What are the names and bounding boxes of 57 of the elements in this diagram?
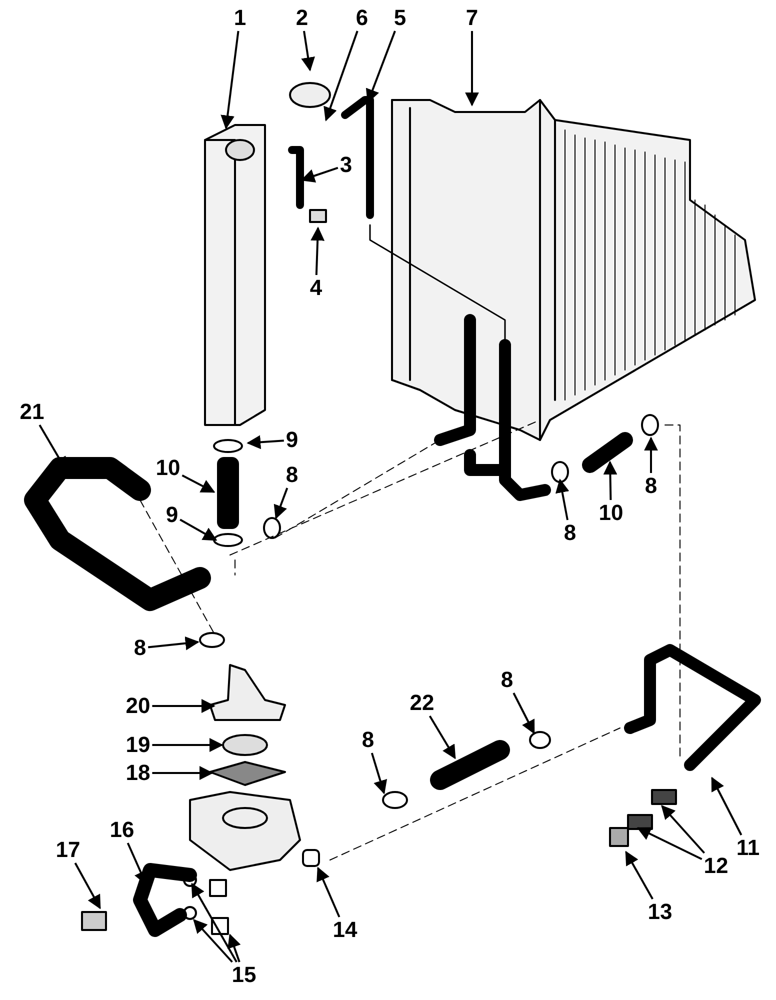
callout-number: 8 <box>286 463 298 487</box>
callout-number: 1 <box>234 6 246 30</box>
callout-number: 14 <box>332 918 358 942</box>
leader-arrow <box>152 699 216 713</box>
leader-arrow <box>191 882 238 962</box>
callout-number: 17 <box>56 838 80 862</box>
callout-number: 8 <box>500 668 514 692</box>
leader-arrow <box>465 31 479 106</box>
callout-number: 2 <box>296 6 308 30</box>
leader-arrow <box>152 738 224 752</box>
leader-arrow <box>603 460 618 500</box>
callout-number: 15 <box>232 963 256 987</box>
leader-arrow <box>636 827 702 860</box>
callout-number: 3 <box>340 153 352 177</box>
callout-number: 10 <box>598 501 624 525</box>
leader-arrow <box>711 776 742 836</box>
leader-arrow <box>625 850 654 900</box>
leader-arrow <box>74 862 101 910</box>
callout-number: 4 <box>310 276 322 300</box>
callout-number: 12 <box>704 854 728 878</box>
callout-number: 9 <box>286 428 298 452</box>
callout-number: 6 <box>356 6 368 30</box>
leader-arrow <box>152 766 214 780</box>
leader-arrow <box>316 866 340 918</box>
callout-number: 5 <box>394 6 406 30</box>
leader-arrow <box>324 30 358 122</box>
leader-arrow <box>370 752 388 794</box>
leader-arrow <box>193 918 233 963</box>
leader-arrow <box>228 934 241 962</box>
leader-arrow <box>644 436 658 473</box>
leader-arrow <box>180 518 218 541</box>
callout-number: 13 <box>648 900 672 924</box>
callout-number: 16 <box>110 818 134 842</box>
callout-number: 18 <box>126 761 150 785</box>
callout-number: 22 <box>410 691 434 715</box>
leader-arrow <box>661 804 706 854</box>
callout-number: 8 <box>362 728 374 752</box>
callout-number: 20 <box>126 694 150 718</box>
callout-number: 21 <box>20 400 44 424</box>
leader-arrow <box>512 692 535 734</box>
callout-number: 7 <box>466 6 478 30</box>
leader-arrow <box>274 488 288 520</box>
leader-arrow <box>301 30 315 72</box>
callout-number: 9 <box>166 503 178 527</box>
leader-arrow <box>182 474 216 493</box>
callout-number: 19 <box>126 733 150 757</box>
callout-number: 8 <box>564 521 576 545</box>
leader-arrow <box>310 226 325 276</box>
leader-arrow <box>555 478 570 520</box>
leader-arrow <box>246 435 284 450</box>
callout-number: 10 <box>156 456 180 480</box>
leader-arrow <box>148 636 200 650</box>
callout-number: 8 <box>644 474 658 498</box>
leader-arrow <box>428 715 456 760</box>
callout-number: 8 <box>134 636 146 660</box>
leader-arrow <box>220 30 240 130</box>
callout-number: 11 <box>736 836 760 860</box>
